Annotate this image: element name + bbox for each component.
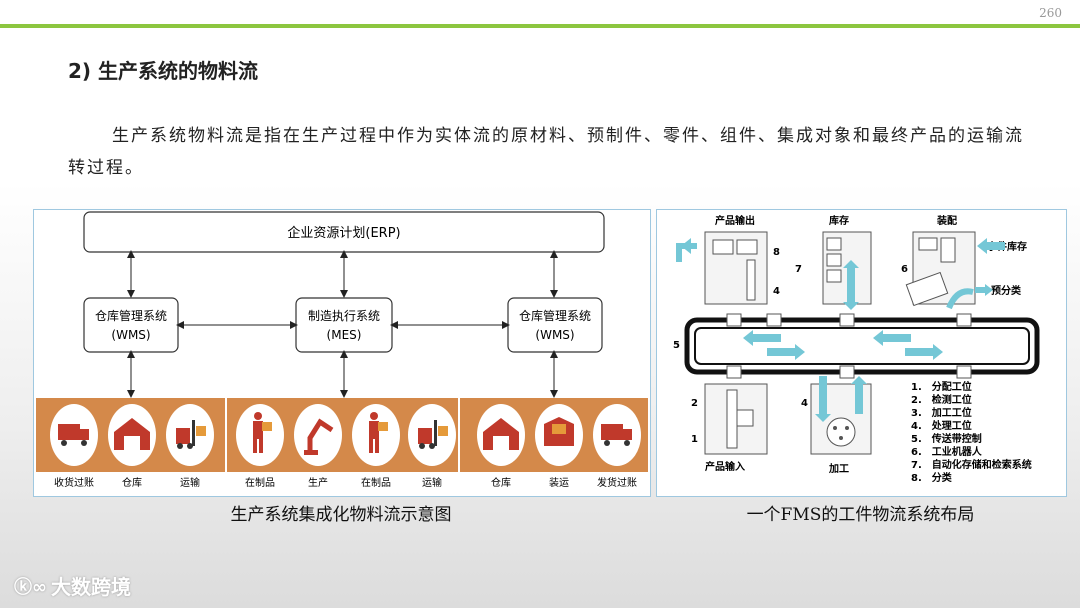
wms-right-line2: (WMS): [535, 328, 574, 342]
legend-item-6: 6. 工业机器人: [911, 445, 983, 458]
legend-item-3: 3. 加工工位: [911, 406, 972, 419]
strip-label-transport-2: 运输: [422, 476, 442, 489]
station-number-1: 1: [691, 434, 698, 445]
station-number-2: 2: [691, 398, 698, 409]
conveyor-loop: [684, 317, 1040, 375]
processing-down-arrow: [819, 376, 827, 414]
left-figure-caption: 生产系统集成化物料流示意图: [230, 505, 452, 525]
station-number-7: 7: [795, 264, 802, 275]
legend-item-4: 4. 处理工位: [911, 419, 972, 432]
strip-label-receiving: 收货过账: [54, 476, 94, 489]
watermark-logo-icon: ⓚ∞: [14, 576, 47, 598]
mes-line2: (MES): [327, 328, 362, 342]
station-number-5: 5: [673, 340, 680, 351]
machine-tool-icon: [826, 417, 856, 447]
warehouse-icon: [108, 404, 156, 466]
legend-item-2: 2. 检测工位: [911, 393, 972, 406]
description-paragraph: 生产系统物料流是指在生产过程中作为实体流的原材料、预制件、零件、组件、集成对象和…: [68, 120, 1028, 184]
fms-legend: 1. 分配工位 2. 检测工位 3. 加工工位 4. 处理工位 5. 传送带控制…: [911, 380, 1032, 484]
paragraph-text: 生产系统物料流是指在生产过程中作为实体流的原材料、预制件、零件、组件、集成对象和…: [68, 126, 1024, 178]
material-flow-diagram: 企业资源计划(ERP) 仓库管理系统 (WMS) 制造执行系统 (MES) 仓库…: [36, 211, 648, 494]
strip-label-wip-2: 在制品: [361, 476, 391, 489]
forklift-icon: [166, 404, 214, 466]
watermark-text: 大数跨境: [51, 575, 131, 599]
wms-left-line1: 仓库管理系统: [95, 308, 167, 323]
processing-up-arrow: [855, 384, 863, 414]
label-product-output: 产品输出: [715, 214, 755, 227]
robot-curve-arrow: [946, 288, 974, 310]
truck-icon-2: [593, 404, 641, 466]
wms-right-box: [507, 297, 603, 353]
top-accent-bar: [0, 24, 1080, 28]
package-box-icon: [535, 404, 583, 466]
legend-item-7: 7. 自动化存储和检索系统: [911, 458, 1032, 471]
legend-item-1: 1. 分配工位: [911, 380, 972, 393]
small-parts-arrow: [987, 242, 1005, 250]
worker-carrying-icon-2: [352, 404, 400, 466]
wms-right-line1: 仓库管理系统: [519, 308, 591, 323]
strip-label-shipping: 装运: [549, 476, 569, 489]
legend-item-8: 8. 分类: [911, 471, 952, 484]
label-pre-sort: 预分类: [991, 284, 1021, 297]
robot-arm-icon: [294, 404, 342, 466]
station-number-4-top: 4: [773, 286, 780, 297]
section-title: 2) 生产系统的物料流: [68, 59, 259, 83]
label-assembly: 装配: [936, 214, 957, 227]
wms-left-line2: (WMS): [111, 328, 150, 342]
worker-carrying-icon: [236, 404, 284, 466]
mes-line1: 制造执行系统: [308, 309, 380, 323]
legend-item-5: 5. 传送带控制: [911, 432, 982, 445]
strip-label-dispatch: 发货过账: [597, 476, 637, 489]
left-figure-integrated-material-flow: 企业资源计划(ERP) 仓库管理系统 (WMS) 制造执行系统 (MES) 仓库…: [33, 209, 651, 497]
erp-label: 企业资源计划(ERP): [287, 225, 400, 241]
forklift-icon-2: [408, 404, 456, 466]
inventory-vertical-arrow: [847, 268, 855, 302]
conveyor-arrows: [743, 330, 943, 360]
strip-label-transport: 运输: [180, 476, 200, 489]
station-number-8: 8: [773, 247, 780, 258]
label-inventory: 库存: [829, 214, 849, 227]
page-number: 260: [1039, 6, 1062, 20]
wms-left-box: [83, 297, 179, 353]
robot-icon: [905, 271, 949, 307]
warehouse-icon-2: [477, 404, 525, 466]
label-processing: 加工: [828, 462, 849, 475]
strip-label-wip: 在制品: [245, 476, 275, 489]
strip-label-production: 生产: [308, 476, 328, 489]
right-figure-caption: 一个FMS的工件物流系统布局: [746, 505, 975, 525]
label-product-input: 产品输入: [705, 460, 745, 473]
strip-label-warehouse-2: 仓库: [491, 476, 511, 489]
right-figure-fms-layout: 产品输出 库存 装配 8 4 7 6 5 2 1 4 3 小件库存 预分类: [656, 209, 1067, 497]
fms-layout-diagram: 产品输出 库存 装配 8 4 7 6 5 2 1 4 3 小件库存 预分类: [673, 214, 1040, 484]
truck-icon: [50, 404, 98, 466]
station-number-6: 6: [901, 264, 908, 275]
pre-sort-arrow: [985, 284, 993, 296]
mes-box: [295, 297, 393, 353]
strip-label-warehouse: 仓库: [122, 476, 142, 489]
watermark: ⓚ∞ 大数跨境: [14, 571, 131, 600]
station-number-4-bottom: 4: [801, 398, 808, 409]
